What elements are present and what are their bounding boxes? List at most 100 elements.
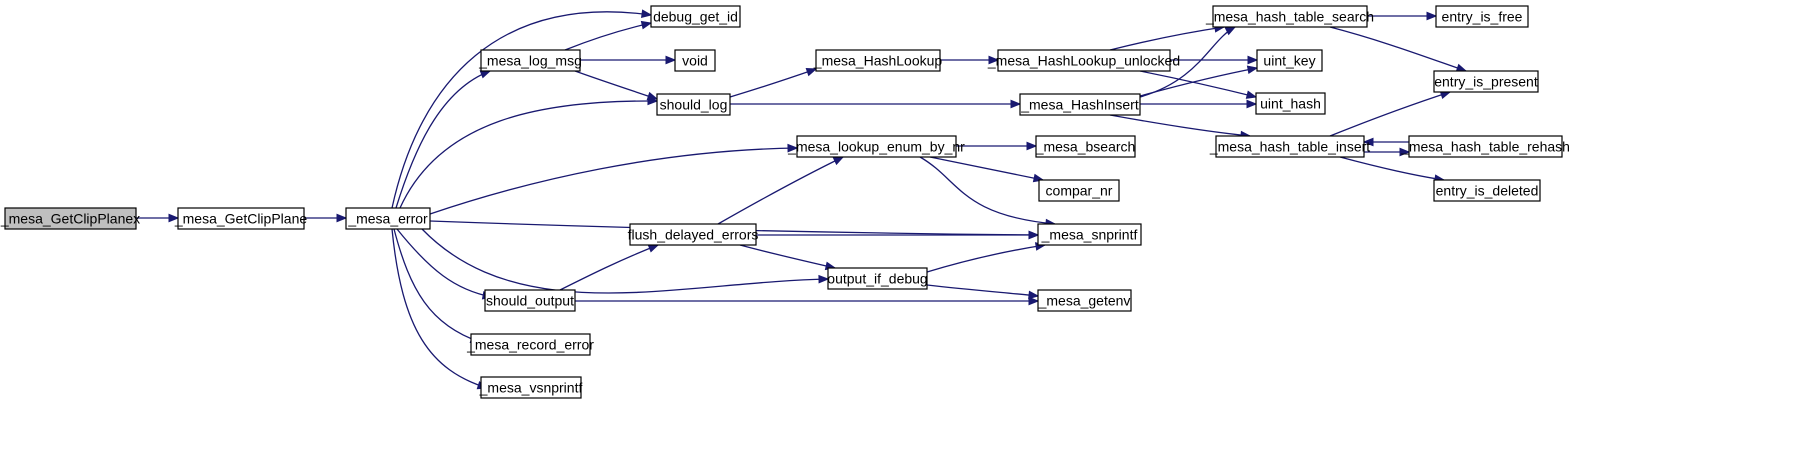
node-bsearch[interactable]: _mesa_bsearch: [1035, 135, 1136, 158]
node-label: uint_key: [1263, 53, 1315, 69]
node-getclipplane[interactable]: _mesa_GetClipPlane: [174, 207, 308, 230]
node-error[interactable]: _mesa_error: [345, 207, 431, 230]
node-box[interactable]: [1037, 223, 1142, 246]
node-snprintf[interactable]: _mesa_snprintf: [1037, 223, 1142, 246]
edge-hash_table_insert-to-hash_table_rehash: [1364, 147, 1411, 157]
node-uint_hash[interactable]: uint_hash: [1255, 92, 1326, 115]
node-should_log[interactable]: should_log: [656, 93, 731, 116]
nodes-layer: _mesa_GetClipPlanex _mesa_GetClipPlane _me…: [0, 5, 1570, 399]
node-vsnprintf[interactable]: _mesa_vsnprintf: [479, 376, 583, 399]
node-getenv[interactable]: _mesa_getenv: [1037, 289, 1132, 312]
edge-hash_table_insert-to-entry_is_deleted: [1339, 156, 1446, 183]
node-hash_table_search[interactable]: _mesa_hash_table_search: [1205, 5, 1374, 28]
edge-error-to-debug_get_id: [391, 9, 653, 209]
node-box[interactable]: [674, 49, 716, 72]
edge-line: [391, 228, 488, 389]
edge-hash_table_search-to-entry_is_free: [1367, 11, 1438, 21]
edge-line: [399, 100, 658, 209]
node-box[interactable]: [4, 207, 137, 230]
node-output_if_debug[interactable]: output_if_debug: [827, 267, 928, 290]
node-hash_table_insert[interactable]: _mesa_hash_table_insert: [1209, 135, 1370, 158]
node-compar_nr[interactable]: compar_nr: [1038, 179, 1120, 202]
node-box[interactable]: [1037, 289, 1132, 312]
node-box[interactable]: [1212, 5, 1368, 28]
arrowhead-icon: [832, 156, 845, 166]
edge-line: [564, 22, 652, 51]
node-label: flush_delayed_errors: [628, 227, 759, 243]
node-entry_is_free[interactable]: entry_is_free: [1435, 5, 1529, 28]
node-box[interactable]: [1408, 135, 1563, 158]
node-box[interactable]: [480, 376, 582, 399]
node-box[interactable]: [484, 289, 576, 312]
node-void[interactable]: void: [674, 49, 716, 72]
edge-hashlookup_unlocked-to-uint_key: [1170, 55, 1259, 65]
arrowhead-icon: [640, 9, 653, 18]
node-hashlookup_unlocked[interactable]: _mesa_HashLookup_unlocked: [987, 49, 1180, 72]
node-label: _mesa_HashInsert: [1020, 97, 1139, 113]
node-box[interactable]: [815, 49, 941, 72]
edge-line: [1329, 26, 1467, 72]
node-box[interactable]: [1038, 179, 1120, 202]
node-lookup_enum[interactable]: _mesa_lookup_enum_by_nr: [787, 135, 965, 158]
edge-line: [421, 228, 829, 294]
node-should_output[interactable]: should_output: [484, 289, 576, 312]
edge-line: [739, 244, 836, 269]
node-hashinsert[interactable]: _mesa_HashInsert: [1019, 93, 1141, 116]
edge-flush_delayed-to-lookup_enum: [717, 156, 845, 225]
arrowhead-icon: [1247, 55, 1259, 65]
node-label: _mesa_bsearch: [1035, 139, 1136, 155]
node-box[interactable]: [997, 49, 1171, 72]
node-box[interactable]: [629, 223, 757, 246]
edge-flush_delayed-to-output_if_debug: [739, 244, 837, 271]
node-box[interactable]: [656, 93, 731, 116]
node-record_error[interactable]: _mesa_record_error: [466, 333, 594, 356]
edges-layer: [136, 9, 1468, 390]
node-box[interactable]: [1435, 5, 1529, 28]
node-label: debug_get_id: [653, 9, 738, 25]
node-box[interactable]: [796, 135, 957, 158]
node-hash_table_rehash[interactable]: _mesa_hash_table_rehash: [1400, 135, 1570, 158]
node-box[interactable]: [1255, 92, 1326, 115]
arrowhead-icon: [787, 143, 799, 153]
node-hashlookup[interactable]: _mesa_HashLookup: [813, 49, 943, 72]
node-uint_key[interactable]: uint_key: [1256, 49, 1323, 72]
node-debug_get_id[interactable]: debug_get_id: [650, 5, 741, 28]
arrowhead-icon: [1245, 90, 1258, 99]
node-box[interactable]: [1035, 135, 1136, 158]
node-box[interactable]: [650, 5, 741, 28]
edge-line: [926, 244, 1046, 273]
edge-log_msg-to-debug_get_id: [564, 20, 653, 51]
node-label: _mesa_error: [347, 211, 428, 227]
edge-lookup_enum-to-bsearch: [956, 141, 1038, 151]
node-box[interactable]: [1256, 49, 1323, 72]
node-box[interactable]: [470, 333, 591, 356]
node-entry_is_present[interactable]: entry_is_present: [1433, 70, 1539, 93]
edge-line: [1109, 114, 1251, 137]
node-entry_is_deleted[interactable]: entry_is_deleted: [1433, 179, 1541, 202]
node-label: _mesa_HashLookup_unlocked: [987, 53, 1180, 69]
node-box[interactable]: [827, 267, 928, 290]
node-box[interactable]: [177, 207, 305, 230]
node-label: _mesa_GetClipPlane: [174, 211, 308, 227]
edge-should_log-to-hashinsert: [730, 99, 1022, 109]
arrowhead-icon: [1246, 65, 1259, 75]
node-box[interactable]: [1433, 70, 1539, 93]
node-box[interactable]: [1215, 135, 1365, 158]
node-box[interactable]: [1433, 179, 1541, 202]
node-label: _mesa_hash_table_insert: [1209, 139, 1370, 155]
node-log_msg[interactable]: _mesa_log_msg: [478, 49, 582, 72]
edge-line: [919, 156, 1056, 225]
node-box[interactable]: [345, 207, 431, 230]
edge-hashinsert-to-hash_table_insert: [1109, 114, 1252, 140]
arrowhead-icon: [1028, 290, 1040, 300]
node-getclipplanex[interactable]: _mesa_GetClipPlanex: [0, 207, 140, 230]
node-label: _mesa_hash_table_search: [1205, 9, 1374, 25]
arrowhead-icon: [665, 55, 677, 65]
edge-error-to-should_output: [396, 228, 494, 300]
edge-line: [729, 68, 817, 98]
node-flush_delayed[interactable]: flush_delayed_errors: [628, 223, 759, 246]
node-box[interactable]: [480, 49, 581, 72]
node-box[interactable]: [1019, 93, 1141, 116]
node-label: _mesa_GetClipPlanex: [0, 211, 140, 227]
node-label: uint_hash: [1260, 96, 1321, 112]
